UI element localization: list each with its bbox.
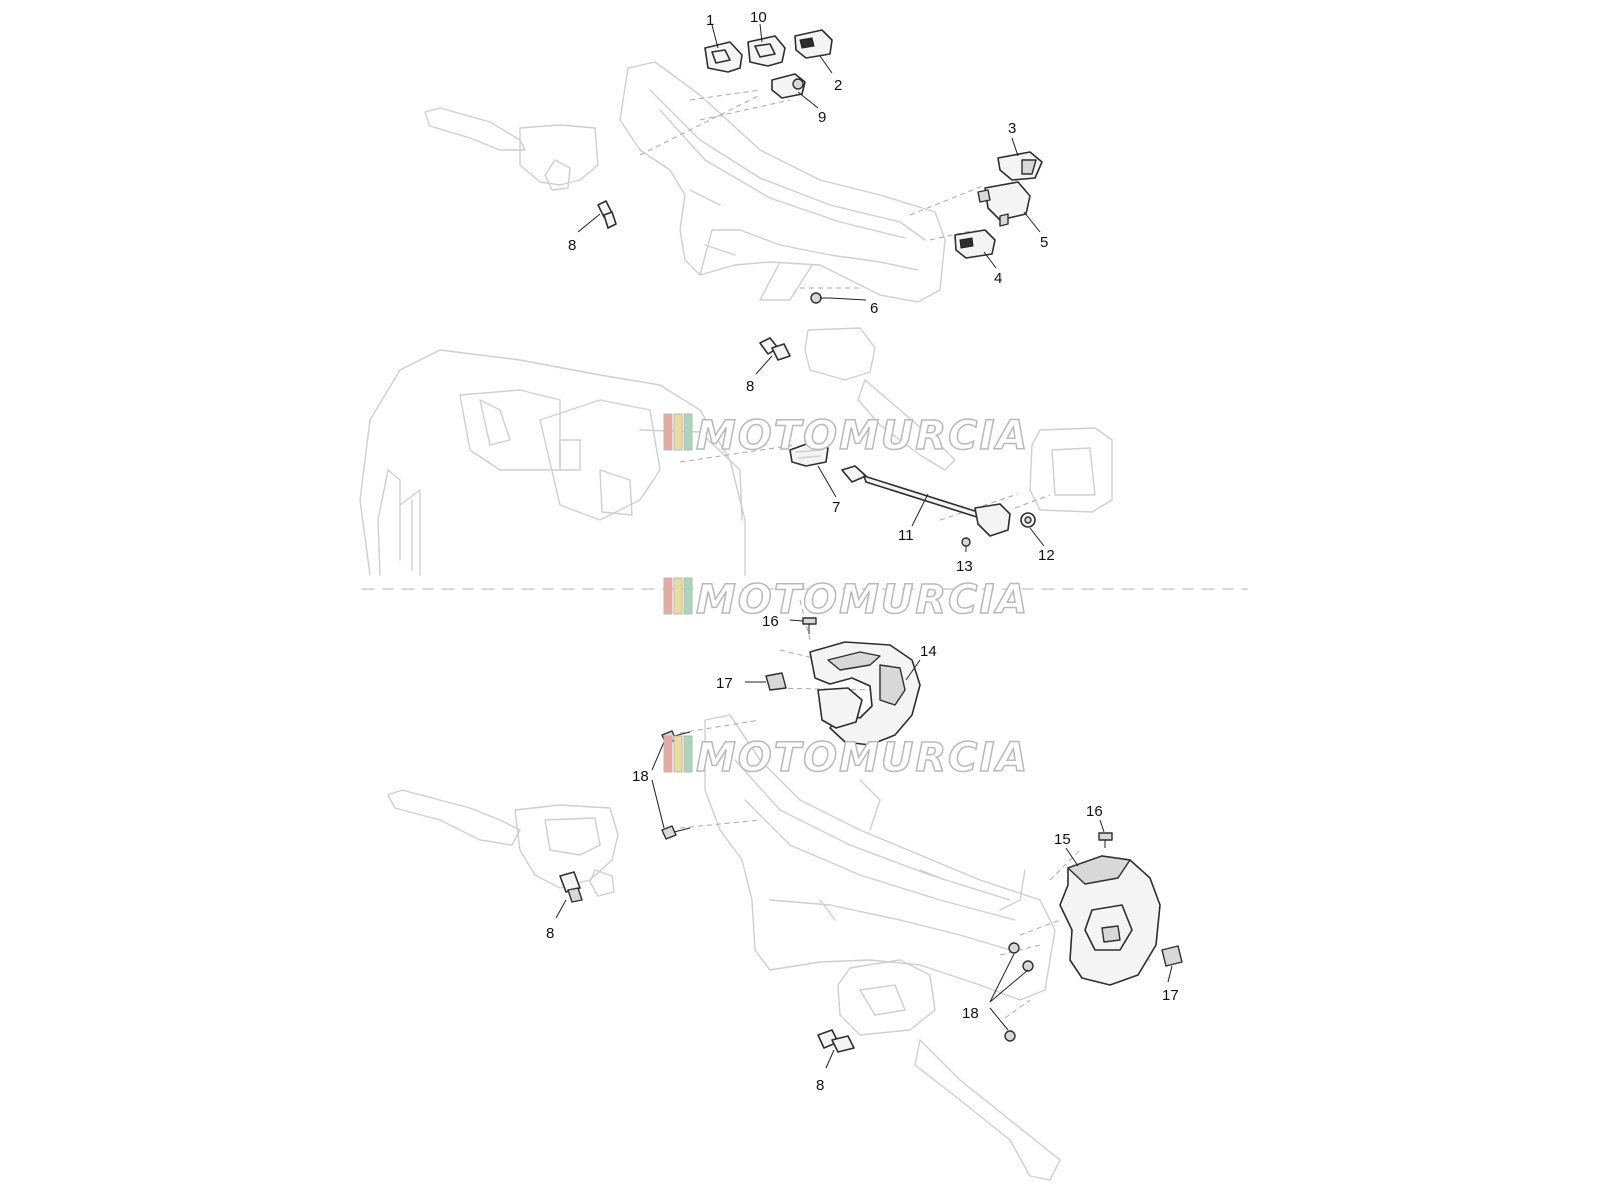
callout-14: 14 [920, 643, 937, 660]
callout-17-b: 17 [1162, 987, 1179, 1004]
screw-part-18-b [1004, 942, 1034, 1042]
watermark-stripe-yellow [673, 413, 683, 451]
watermark-stripe-red [663, 735, 673, 773]
watermark-2: MOTOMURCIA [663, 576, 1029, 624]
watermark-1: MOTOMURCIA [663, 412, 1029, 460]
switch-part-3 [997, 151, 1043, 181]
bleed-nipple-8-bottom-right [817, 1029, 855, 1053]
bottom-handlebar-assembly: 16 14 17 18 8 16 15 17 18 8 [387, 599, 1183, 1181]
nut-part-17-b [1161, 945, 1183, 967]
screw-part-13 [961, 537, 971, 547]
switch-housing-part-14 [809, 641, 921, 746]
callout-16-b: 16 [1086, 803, 1103, 820]
callout-6: 6 [870, 300, 878, 317]
callout-11: 11 [898, 527, 914, 544]
callout-12: 12 [1038, 547, 1055, 564]
legshield-rear-body [359, 349, 746, 576]
handlebar-cover-bottom [704, 714, 1056, 1001]
brake-lever-left-top [424, 107, 526, 151]
watermark-stripe-red [663, 577, 673, 615]
watermark-stripe-red [663, 413, 673, 451]
switch-part-1 [704, 41, 743, 73]
handlebar-cover-top [619, 61, 946, 303]
watermark-stripe-green [683, 413, 693, 451]
screw-part-16-a [802, 617, 817, 634]
switch-part-4 [954, 229, 996, 259]
callout-17-a: 17 [716, 675, 733, 692]
middle-legshield-assembly: 8 7 11 12 13 [359, 327, 1113, 576]
callout-8-bottom-right: 8 [816, 1077, 824, 1094]
cable-part-11 [841, 465, 1011, 537]
bleed-nipple-8-bottom-left [559, 871, 583, 903]
callout-2: 2 [834, 77, 842, 94]
harness-part-7 [789, 441, 829, 467]
callout-13: 13 [956, 558, 973, 575]
nut-part-17-a [765, 672, 787, 691]
watermark-text: MOTOMURCIA [696, 735, 1029, 781]
callout-5: 5 [1040, 234, 1048, 251]
callout-4: 4 [994, 270, 1002, 287]
callout-10: 10 [750, 9, 767, 26]
callout-9: 9 [818, 109, 826, 126]
bleed-nipple-8-mid [759, 337, 791, 361]
switch-part-2 [794, 29, 833, 59]
bleed-nipple-8-top [597, 200, 617, 229]
watermark-stripe-green [683, 577, 693, 615]
brake-lever-left-bottom [387, 789, 521, 846]
callout-1: 1 [706, 12, 714, 29]
screw-part-6 [810, 292, 830, 304]
switch-housing-part-15 [1059, 855, 1161, 986]
watermark-3: MOTOMURCIA [663, 734, 1029, 782]
watermark-text: MOTOMURCIA [696, 413, 1029, 459]
callout-18-b: 18 [962, 1005, 979, 1022]
top-handlebar-assembly: 1 10 2 9 3 5 4 6 8 [424, 9, 1048, 317]
callout-8-mid: 8 [746, 378, 754, 395]
screw-part-16-b [1098, 832, 1113, 848]
watermark-stripe-green [683, 735, 693, 773]
switch-part-10 [747, 35, 786, 67]
switch-part-9 [771, 73, 806, 99]
watermark-text: MOTOMURCIA [696, 577, 1029, 623]
callout-7: 7 [832, 499, 840, 516]
callout-18-a: 18 [632, 768, 649, 785]
ring-part-12 [1020, 512, 1036, 528]
switch-part-5 [977, 181, 1031, 227]
callout-8-top: 8 [568, 237, 576, 254]
callout-15: 15 [1054, 831, 1071, 848]
callout-3: 3 [1008, 120, 1016, 137]
callout-8-bottom-left: 8 [546, 925, 554, 942]
callout-16-a: 16 [762, 613, 779, 630]
watermark-stripe-yellow [673, 735, 683, 773]
watermark-stripe-yellow [673, 577, 683, 615]
